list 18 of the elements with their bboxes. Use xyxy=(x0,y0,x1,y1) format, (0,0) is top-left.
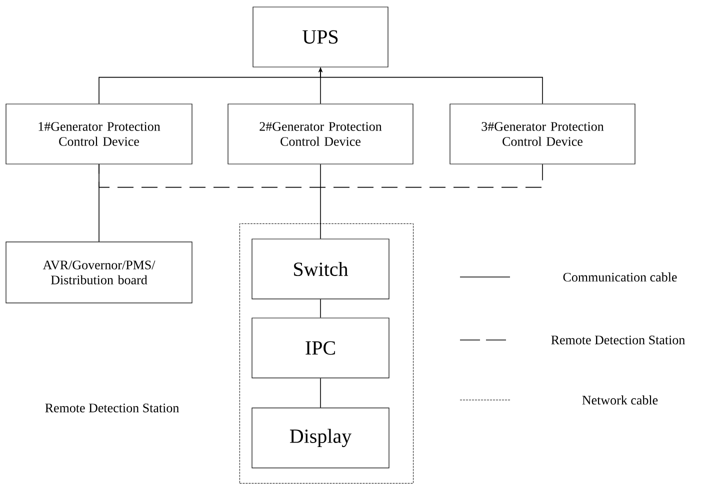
group-box xyxy=(239,223,414,484)
process-box: 2#Generator Protection Control Device xyxy=(228,104,414,164)
process-box: 1#Generator Protection Control Device xyxy=(6,104,192,164)
connector xyxy=(320,164,321,240)
connector xyxy=(320,378,321,408)
connector xyxy=(98,164,543,188)
station-label: Remote Detection Station xyxy=(45,404,179,412)
connector xyxy=(98,164,100,242)
process-box: UPS xyxy=(252,6,388,68)
connector xyxy=(320,298,321,318)
process-box: Display xyxy=(252,408,390,468)
process-box: Switch xyxy=(252,238,390,300)
process-box: IPC xyxy=(252,318,390,378)
legend-item: Network cable xyxy=(460,395,658,405)
legend-item: Communication cable xyxy=(460,272,677,282)
legend-item: Remote Detection Station xyxy=(460,336,685,344)
process-box: 3#Generator Protection Control Device xyxy=(450,104,636,164)
process-box: AVR/Governor/PMS/ Distribution board xyxy=(6,242,192,304)
